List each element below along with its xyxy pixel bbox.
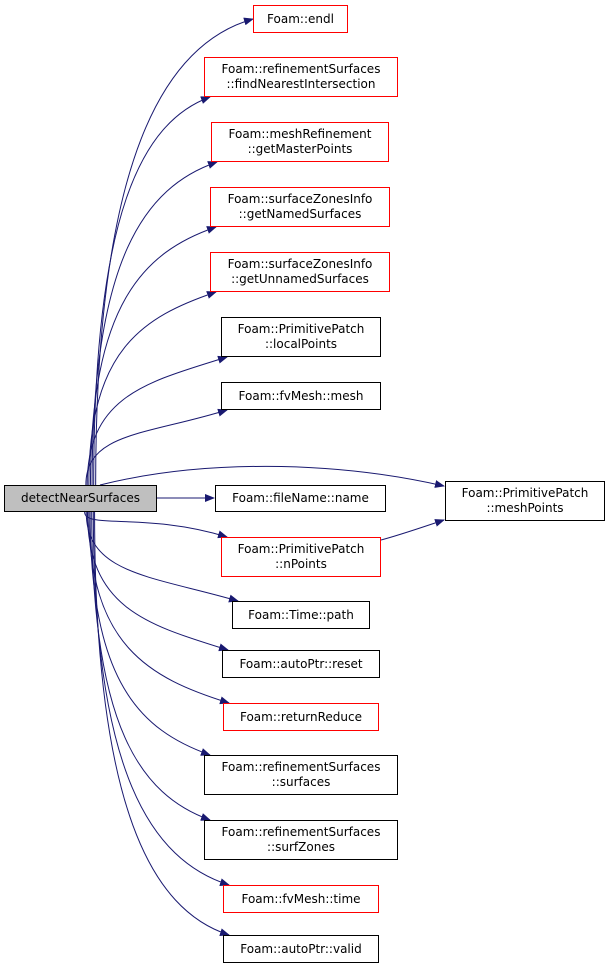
node-label-line: Foam::Time::path <box>248 607 354 622</box>
node-label-line: Foam::surfaceZonesInfo <box>227 192 373 206</box>
node-label-line: Foam::refinementSurfaces <box>221 825 381 839</box>
node-label-line: ::nPoints <box>275 557 327 571</box>
node-label-line: Foam::fvMesh::mesh <box>238 388 364 403</box>
node-label-line: Foam::fileName::name <box>232 491 369 505</box>
node-reset[interactable]: Foam::autoPtr::reset <box>222 650 380 678</box>
node-surfZones[interactable]: Foam::refinementSurfaces::surfZones <box>204 820 398 860</box>
node-label-line: Foam::PrimitivePatch <box>237 542 365 556</box>
edge-to-reset <box>86 511 229 652</box>
node-label-line: Foam::endl <box>267 11 334 26</box>
node-getMasterPoints[interactable]: Foam::meshRefinement::getMasterPoints <box>211 122 389 162</box>
edge-to-getMasterPoints <box>91 161 218 486</box>
edge-to-surfZones <box>91 511 211 821</box>
node-localPoints[interactable]: Foam::PrimitivePatch::localPoints <box>221 317 381 357</box>
node-label-line: Foam::autoPtr::reset <box>239 656 363 671</box>
node-getUnnamedSurfaces[interactable]: Foam::surfaceZonesInfo::getUnnamedSurfac… <box>210 252 390 292</box>
root-node-detectNearSurfaces: detectNearSurfaces <box>4 485 157 512</box>
node-findNearestIntersection[interactable]: Foam::refinementSurfaces::findNearestInt… <box>204 57 398 97</box>
node-label-line: Foam::refinementSurfaces <box>221 760 381 774</box>
node-label-line: ::meshPoints <box>486 501 564 515</box>
edge-to-endl <box>95 17 254 486</box>
node-label-line: ::localPoints <box>264 337 338 351</box>
node-label-line: Foam::returnReduce <box>239 709 363 724</box>
edge-to-valid <box>94 511 230 937</box>
edge-to-nPoints <box>84 511 228 539</box>
edge-to-returnReduce <box>88 511 230 705</box>
root-node-label: detectNearSurfaces <box>20 491 140 505</box>
node-label-line: Foam::meshRefinement <box>228 127 372 141</box>
edge-to-surfaces <box>89 511 211 756</box>
node-endl[interactable]: Foam::endl <box>253 5 348 33</box>
edge-to-localPoints <box>86 355 228 486</box>
edge-to-findNearestIntersection <box>93 96 211 486</box>
edge-to-getUnnamedSurfaces <box>88 291 217 486</box>
node-nPoints[interactable]: Foam::PrimitivePatch::nPoints <box>221 537 381 577</box>
node-getNamedSurfaces[interactable]: Foam::surfaceZonesInfo::getNamedSurfaces <box>210 187 390 227</box>
node-label-line: Foam::refinementSurfaces <box>221 62 381 76</box>
node-label-line: ::getNamedSurfaces <box>238 207 362 221</box>
node-label-line: Foam::autoPtr::valid <box>240 941 362 956</box>
node-label-line: Foam::PrimitivePatch <box>237 322 365 336</box>
node-label-line: ::surfZones <box>267 840 335 854</box>
node-label-line: Foam::PrimitivePatch <box>461 486 589 500</box>
node-valid[interactable]: Foam::autoPtr::valid <box>223 935 379 963</box>
node-label-line: ::getUnnamedSurfaces <box>231 272 369 286</box>
node-returnReduce[interactable]: Foam::returnReduce <box>223 703 379 731</box>
edge-to-path <box>85 511 239 603</box>
node-label-line: ::findNearestIntersection <box>226 77 376 91</box>
edge-to-mesh <box>85 408 228 486</box>
node-path[interactable]: Foam::Time::path <box>232 601 370 629</box>
node-label-line: Foam::surfaceZonesInfo <box>227 257 373 271</box>
node-label-line: ::getMasterPoints <box>247 142 353 156</box>
node-label-line: Foam::fvMesh::time <box>241 891 361 906</box>
edge-to-getNamedSurfaces <box>89 226 217 486</box>
node-meshPoints[interactable]: Foam::PrimitivePatch::meshPoints <box>445 481 605 521</box>
node-time[interactable]: Foam::fvMesh::time <box>223 885 379 913</box>
node-mesh[interactable]: Foam::fvMesh::mesh <box>221 382 381 410</box>
node-surfaces[interactable]: Foam::refinementSurfaces::surfaces <box>204 755 398 795</box>
node-label-line: ::surfaces <box>271 775 331 789</box>
edge-nPoints-to-meshPoints <box>380 519 445 541</box>
edge-to-meshPoints <box>99 465 445 488</box>
node-name[interactable]: Foam::fileName::name <box>215 485 386 512</box>
